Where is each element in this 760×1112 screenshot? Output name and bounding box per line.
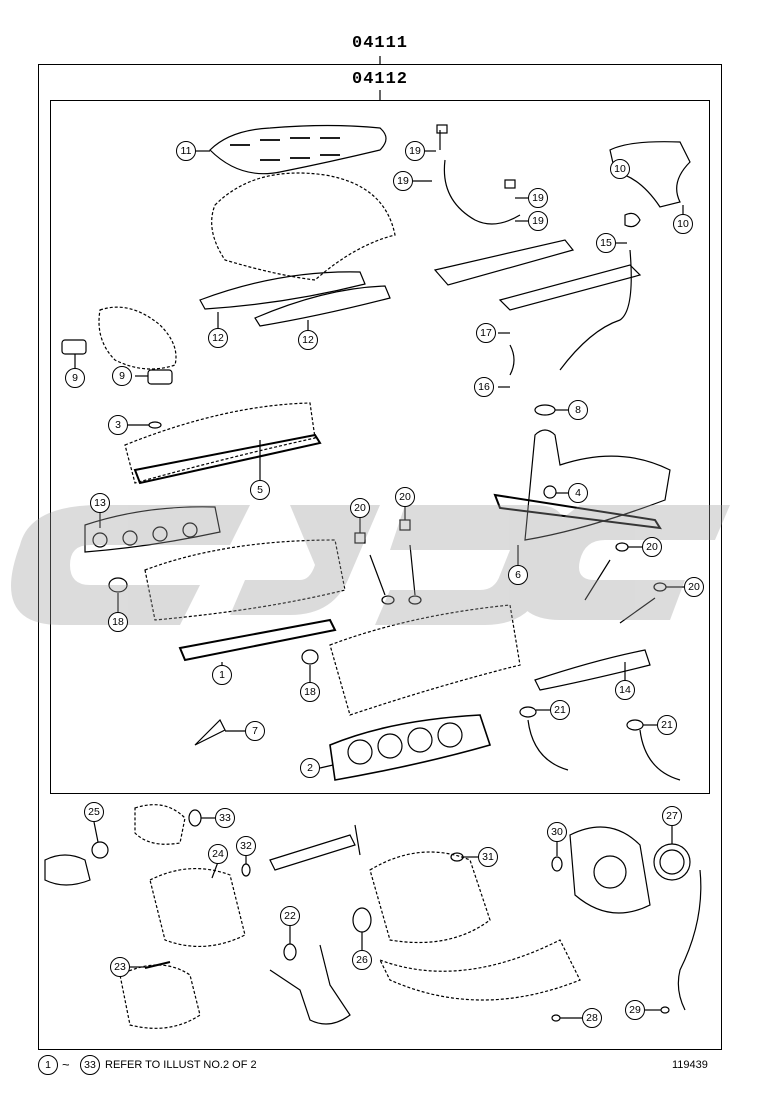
callout-2[interactable]: 2 bbox=[300, 758, 320, 778]
footer-note: REFER TO ILLUST NO.2 OF 2 bbox=[105, 1059, 257, 1071]
callout-30[interactable]: 30 bbox=[547, 822, 567, 842]
callout-15[interactable]: 15 bbox=[596, 233, 616, 253]
callout-31[interactable]: 31 bbox=[478, 847, 498, 867]
callout-20[interactable]: 20 bbox=[395, 487, 415, 507]
callout-33[interactable]: 33 bbox=[215, 808, 235, 828]
footer-range-separator: ~ bbox=[62, 1057, 70, 1072]
group-title-inner: 04112 bbox=[352, 70, 409, 89]
callout-23[interactable]: 23 bbox=[110, 957, 130, 977]
callout-11[interactable]: 11 bbox=[176, 141, 196, 161]
callout-3[interactable]: 3 bbox=[108, 415, 128, 435]
callout-32[interactable]: 32 bbox=[236, 836, 256, 856]
callout-19[interactable]: 19 bbox=[528, 188, 548, 208]
callout-28[interactable]: 28 bbox=[582, 1008, 602, 1028]
callout-20[interactable]: 20 bbox=[642, 537, 662, 557]
callout-29[interactable]: 29 bbox=[625, 1000, 645, 1020]
callout-19[interactable]: 19 bbox=[528, 211, 548, 231]
callout-8[interactable]: 8 bbox=[568, 400, 588, 420]
callout-25[interactable]: 25 bbox=[84, 802, 104, 822]
callout-21[interactable]: 21 bbox=[657, 715, 677, 735]
group-title-outer: 04111 bbox=[352, 34, 409, 53]
callout-6[interactable]: 6 bbox=[508, 565, 528, 585]
callout-27[interactable]: 27 bbox=[662, 806, 682, 826]
callout-10[interactable]: 10 bbox=[610, 159, 630, 179]
callout-1[interactable]: 1 bbox=[212, 665, 232, 685]
callout-21[interactable]: 21 bbox=[550, 700, 570, 720]
callout-5[interactable]: 5 bbox=[250, 480, 270, 500]
footer-range-end: 33 bbox=[80, 1055, 100, 1075]
callout-24[interactable]: 24 bbox=[208, 844, 228, 864]
callout-22[interactable]: 22 bbox=[280, 906, 300, 926]
inner-frame bbox=[50, 100, 710, 794]
callout-10[interactable]: 10 bbox=[673, 214, 693, 234]
callout-19[interactable]: 19 bbox=[393, 171, 413, 191]
callout-18[interactable]: 18 bbox=[108, 612, 128, 632]
callout-19[interactable]: 19 bbox=[405, 141, 425, 161]
callout-7[interactable]: 7 bbox=[245, 721, 265, 741]
callout-14[interactable]: 14 bbox=[615, 680, 635, 700]
callout-20[interactable]: 20 bbox=[684, 577, 704, 597]
outer-frame bbox=[38, 64, 722, 1050]
brand-logo-watermark bbox=[11, 505, 730, 625]
callout-17[interactable]: 17 bbox=[476, 323, 496, 343]
gasket-part-icon bbox=[209, 124, 387, 175]
callout-9[interactable]: 9 bbox=[112, 366, 132, 386]
footer-range-start: 1 bbox=[38, 1055, 58, 1075]
callout-9[interactable]: 9 bbox=[65, 368, 85, 388]
callout-20[interactable]: 20 bbox=[350, 498, 370, 518]
callout-26[interactable]: 26 bbox=[352, 950, 372, 970]
callout-18[interactable]: 18 bbox=[300, 682, 320, 702]
callout-12[interactable]: 12 bbox=[208, 328, 228, 348]
callout-12[interactable]: 12 bbox=[298, 330, 318, 350]
callout-4[interactable]: 4 bbox=[568, 483, 588, 503]
callout-13[interactable]: 13 bbox=[90, 493, 110, 513]
illustration-id: 119439 bbox=[672, 1059, 708, 1071]
callout-16[interactable]: 16 bbox=[474, 377, 494, 397]
